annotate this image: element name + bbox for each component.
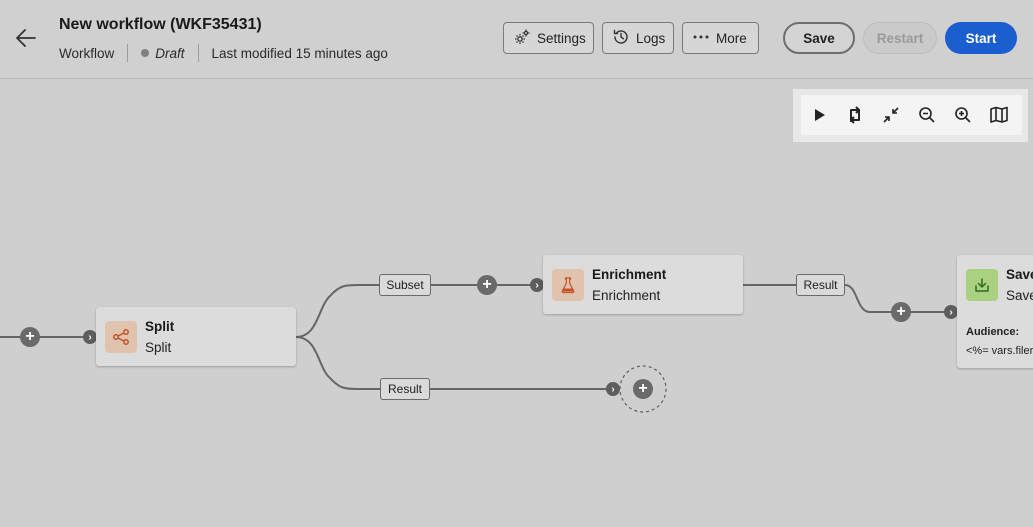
workflow-header: New workflow (WKF35431) Workflow Draft L… <box>0 0 1033 79</box>
node-title: Save <box>1006 267 1033 282</box>
gear-icon <box>513 28 531 49</box>
status-badge: Draft <box>155 45 185 61</box>
add-activity-button[interactable]: + <box>477 275 497 295</box>
select-icon[interactable] <box>801 97 837 133</box>
enrichment-activity-node[interactable]: Enrichment Enrichment <box>543 255 743 314</box>
add-activity-button[interactable]: + <box>633 379 653 399</box>
more-label: More <box>716 30 747 46</box>
zoom-out-icon[interactable] <box>909 97 945 133</box>
node-title: Split <box>145 319 175 334</box>
save-button[interactable]: Save <box>783 22 855 54</box>
settings-label: Settings <box>537 30 586 46</box>
start-button[interactable]: Start <box>945 22 1017 54</box>
audience-value: <%= vars.filer <box>966 345 1033 357</box>
workflow-meta: Workflow Draft Last modified 15 minutes … <box>59 44 388 62</box>
logs-label: Logs <box>636 30 666 46</box>
transition-result-label[interactable]: Result <box>380 378 430 400</box>
divider <box>127 44 129 62</box>
settings-button[interactable]: Settings <box>503 22 594 54</box>
add-activity-placeholder[interactable] <box>619 365 667 413</box>
transition-result-label[interactable]: Result <box>796 274 845 296</box>
logs-button[interactable]: Logs <box>602 22 674 54</box>
transition-subset-label[interactable]: Subset <box>379 274 431 296</box>
node-subtitle: Enrichment <box>592 288 661 303</box>
page-title: New workflow (WKF35431) <box>59 16 262 33</box>
add-activity-button[interactable]: + <box>891 302 911 322</box>
more-button[interactable]: More <box>682 22 759 54</box>
more-icon <box>692 28 710 49</box>
rearrange-icon[interactable] <box>837 97 873 133</box>
map-icon[interactable] <box>981 97 1017 133</box>
status-dot <box>141 49 150 57</box>
collapse-icon[interactable] <box>873 97 909 133</box>
history-icon <box>612 28 630 49</box>
canvas-toolbar <box>793 89 1028 142</box>
node-subtitle: Split <box>145 340 172 355</box>
divider <box>197 44 199 62</box>
audience-label: Audience: <box>966 326 1020 338</box>
workflow-type-label: Workflow <box>59 45 115 61</box>
node-subtitle: Save <box>1006 288 1033 303</box>
chevron-right-icon: › <box>944 305 958 319</box>
share-icon <box>105 321 137 353</box>
chevron-right-icon: › <box>83 330 97 344</box>
chevron-right-icon: › <box>606 382 620 396</box>
last-modified-text: Last modified 15 minutes ago <box>211 45 388 61</box>
add-activity-button[interactable]: + <box>20 327 40 347</box>
chevron-right-icon: › <box>530 278 544 292</box>
download-icon <box>966 269 998 301</box>
flask-icon <box>552 269 584 301</box>
back-arrow-icon[interactable] <box>12 25 40 51</box>
zoom-in-icon[interactable] <box>945 97 981 133</box>
save-activity-node[interactable]: Save Save <box>957 255 1033 368</box>
workflow-canvas <box>0 284 957 413</box>
node-title: Enrichment <box>592 267 667 282</box>
split-activity-node[interactable]: Split Split <box>96 307 296 366</box>
restart-button[interactable]: Restart <box>863 22 937 54</box>
